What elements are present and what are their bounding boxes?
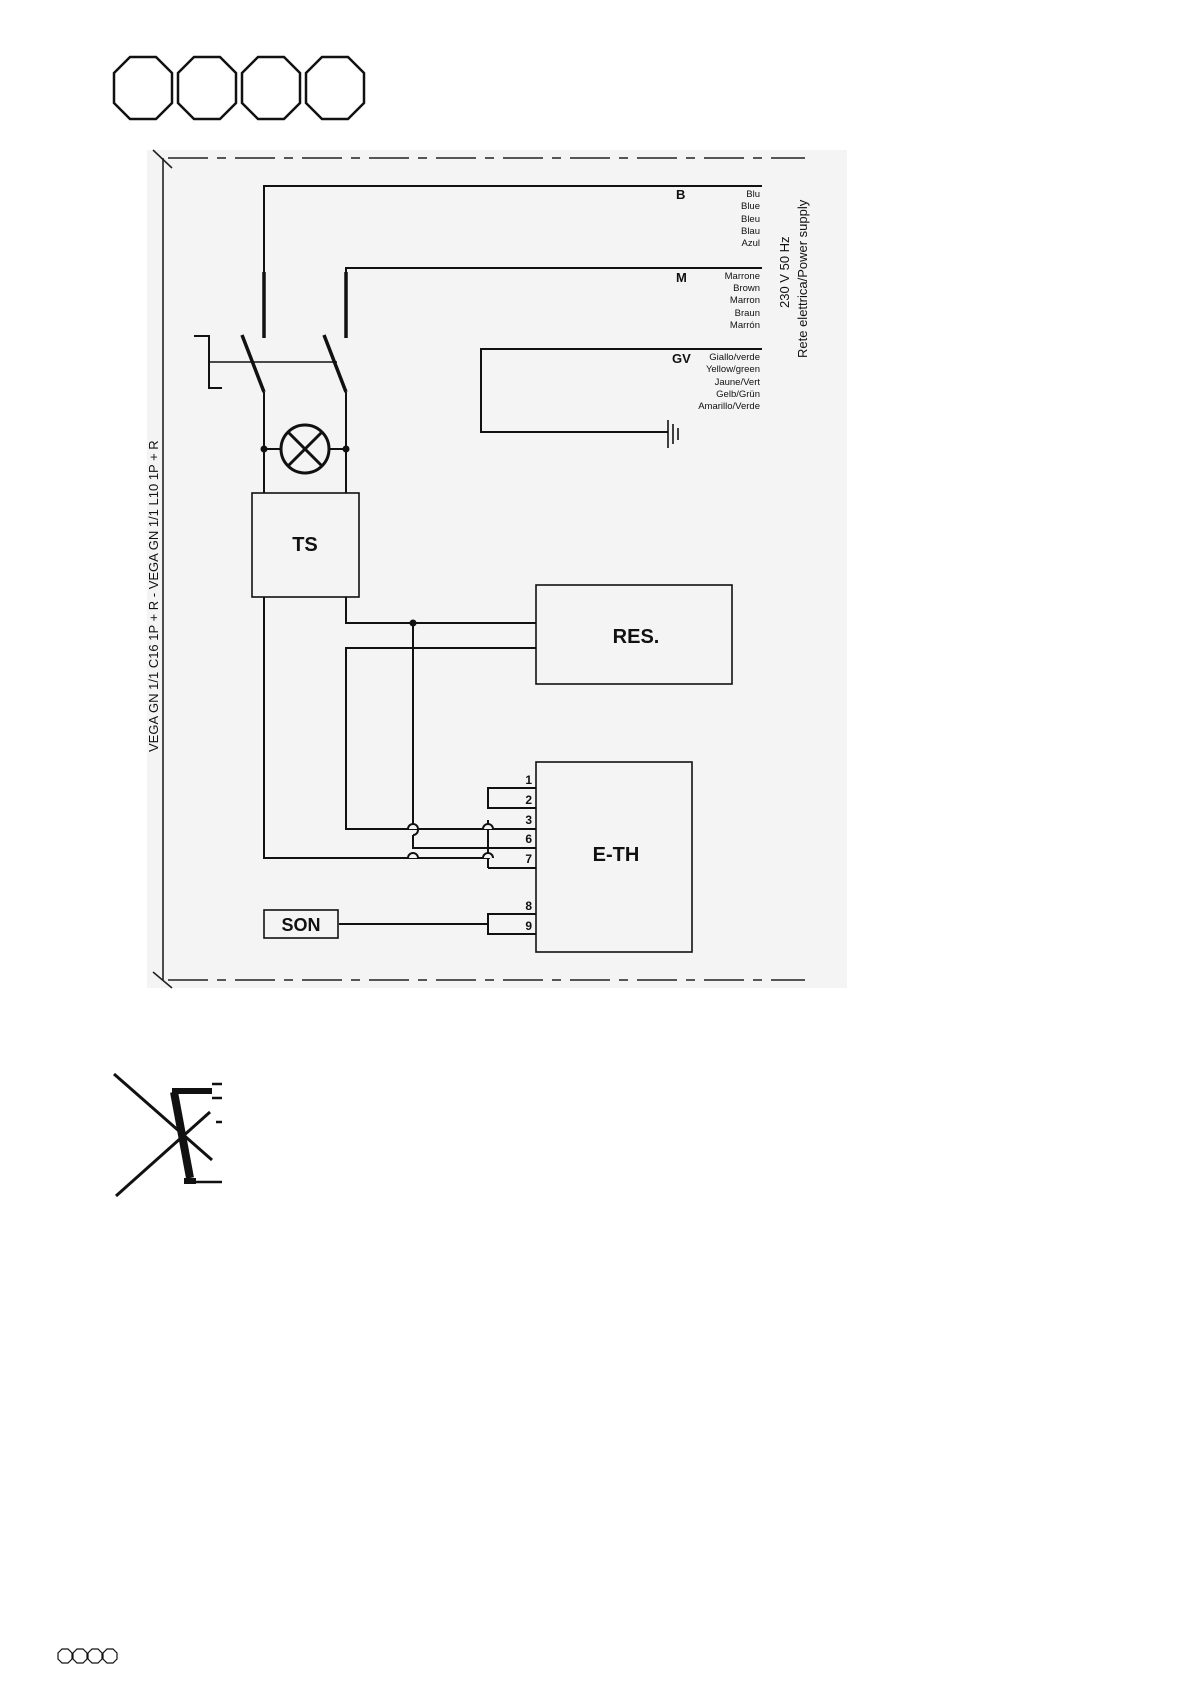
wire-gv-name: Jaune/Vert: [715, 377, 761, 388]
wire-b-name: Blu: [746, 189, 760, 200]
junction-dot-lamp-right: [343, 446, 350, 453]
terminal-6: 6: [525, 832, 532, 846]
wire-code-b: B: [676, 187, 685, 202]
wire-m-name: Marrone: [725, 271, 760, 282]
eth-label: E-TH: [593, 844, 640, 866]
wire-m-name: Marrón: [730, 320, 760, 331]
wire-code-m: M: [676, 270, 687, 285]
wire-m-name: Brown: [733, 283, 760, 294]
hop-wire7-a: [408, 853, 418, 858]
wire-b-name: Azul: [742, 238, 760, 249]
wire-gv-name: Amarillo/Verde: [698, 401, 760, 412]
wire-code-gv: GV: [672, 351, 691, 366]
wire-gv-name: Yellow/green: [706, 364, 760, 375]
wire-m-name: Braun: [735, 308, 760, 319]
terminal-8: 8: [525, 899, 532, 913]
supply-voltage-label: 230 V 50 Hz: [777, 236, 792, 308]
footer-brand-logo: [57, 1648, 119, 1664]
supply-network-label: Rete elettrica/Power supply: [795, 199, 810, 358]
model-title: VEGA GN 1/1 C16 1P + R - VEGA GN 1/1 L10…: [146, 440, 161, 752]
ts-label: TS: [292, 534, 318, 556]
hop-wire3: [408, 824, 418, 829]
terminal-2: 2: [525, 793, 532, 807]
hop-wire7-b: [483, 853, 493, 858]
terminal-7: 7: [525, 852, 532, 866]
wire-b-name: Bleu: [741, 214, 760, 225]
wire-b-name: Blau: [741, 226, 760, 237]
junction-dot-lamp-left: [261, 446, 268, 453]
weee-bin-icon: [112, 1072, 227, 1198]
terminal-1: 1: [525, 773, 532, 787]
terminal-9: 9: [525, 919, 532, 933]
wire-gv-name: Giallo/verde: [709, 352, 760, 363]
wire-b-name: Blue: [741, 201, 760, 212]
wire-m-name: Marron: [730, 295, 760, 306]
res-label: RES.: [613, 626, 660, 648]
hop-wire3-b: [483, 824, 493, 829]
son-label: SON: [281, 915, 320, 935]
terminal-3: 3: [525, 813, 532, 827]
junction-dot-res: [410, 620, 417, 627]
wire-gv-name: Gelb/Grün: [716, 389, 760, 400]
